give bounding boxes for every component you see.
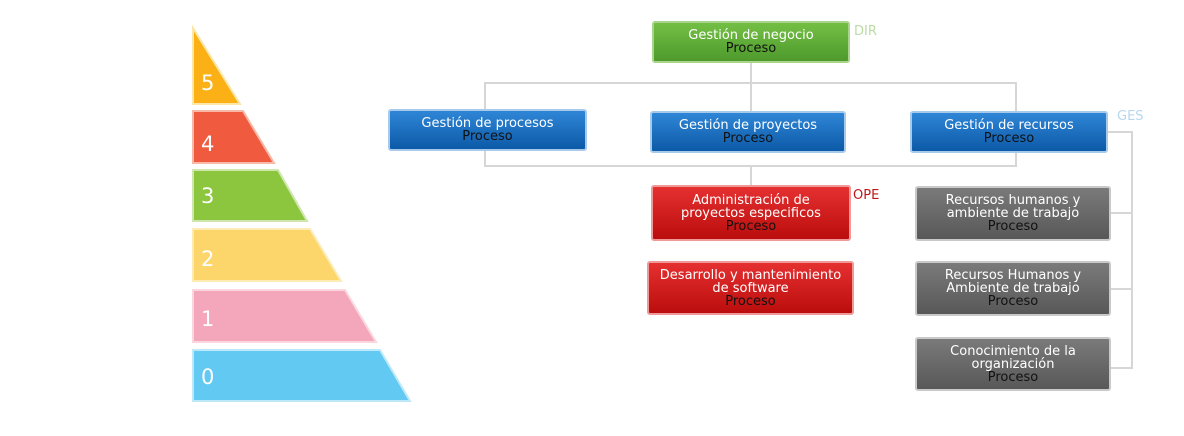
dir-tag: DIR — [854, 24, 877, 39]
node-subtitle: Proceso — [987, 369, 1039, 385]
node-title: Gestión de negocio — [688, 28, 814, 43]
node-admin-proyectos[interactable]: Administración de proyectos especificos … — [651, 185, 851, 241]
pyramid-level-5-label: 5 — [201, 71, 215, 95]
pyramid-level-2-band — [192, 228, 343, 282]
node-subtitle: Proceso — [462, 129, 513, 144]
node-subtitle: Proceso — [725, 218, 777, 234]
node-title: Administración de proyectos especificos — [681, 192, 821, 221]
node-title: Gestión de procesos — [421, 116, 554, 131]
node-conocimiento[interactable]: Conocimiento de la organización Proceso — [915, 337, 1111, 391]
pyramid-level-1-band — [192, 289, 378, 343]
pyramid-level-3-label: 3 — [201, 184, 215, 208]
node-subtitle: Proceso — [987, 219, 1039, 234]
node-subtitle: Proceso — [722, 131, 774, 146]
node-rrhh-1[interactable]: Recursos humanos y ambiente de trabajo P… — [915, 186, 1111, 241]
node-rrhh-2[interactable]: Recursos Humanos y Ambiente de trabajo P… — [915, 261, 1111, 316]
pyramid-level-0-label: 0 — [201, 365, 215, 389]
node-subtitle: Proceso — [725, 41, 777, 56]
node-title: Recursos humanos y ambiente de trabajo — [945, 193, 1081, 221]
node-title: Desarrollo y mantenimiento de software — [659, 267, 842, 296]
pyramid-level-5-band — [192, 24, 242, 105]
node-gestion-recursos[interactable]: Gestión de recursos Proceso — [910, 111, 1108, 153]
pyramid-level-3-band — [192, 169, 309, 222]
node-subtitle: Proceso — [983, 131, 1035, 146]
node-title: Gestión de recursos — [944, 118, 1074, 133]
pyramid-level-4-label: 4 — [201, 132, 215, 156]
node-gestion-procesos[interactable]: Gestión de procesos Proceso — [388, 109, 587, 151]
node-subtitle: Proceso — [987, 294, 1039, 309]
node-title: Conocimiento de la organización — [950, 343, 1076, 372]
node-gestion-proyectos[interactable]: Gestión de proyectos Proceso — [650, 111, 846, 153]
node-title: Gestión de proyectos — [678, 118, 818, 133]
ges-tag: GES — [1117, 109, 1144, 124]
ope-tag: OPE — [853, 188, 880, 203]
node-subtitle: Proceso — [725, 293, 776, 309]
pyramid-level-4-band — [192, 110, 276, 164]
node-title: Recursos Humanos y Ambiente de trabajo — [944, 268, 1082, 296]
pyramid-level-1-label: 1 — [201, 307, 215, 331]
node-gestion-negocio[interactable]: Gestión de negocio Proceso — [652, 21, 850, 63]
node-desarrollo-software[interactable]: Desarrollo y mantenimiento de software P… — [647, 261, 854, 315]
pyramid-level-0-band — [192, 349, 412, 402]
pyramid-level-2-label: 2 — [201, 247, 215, 271]
